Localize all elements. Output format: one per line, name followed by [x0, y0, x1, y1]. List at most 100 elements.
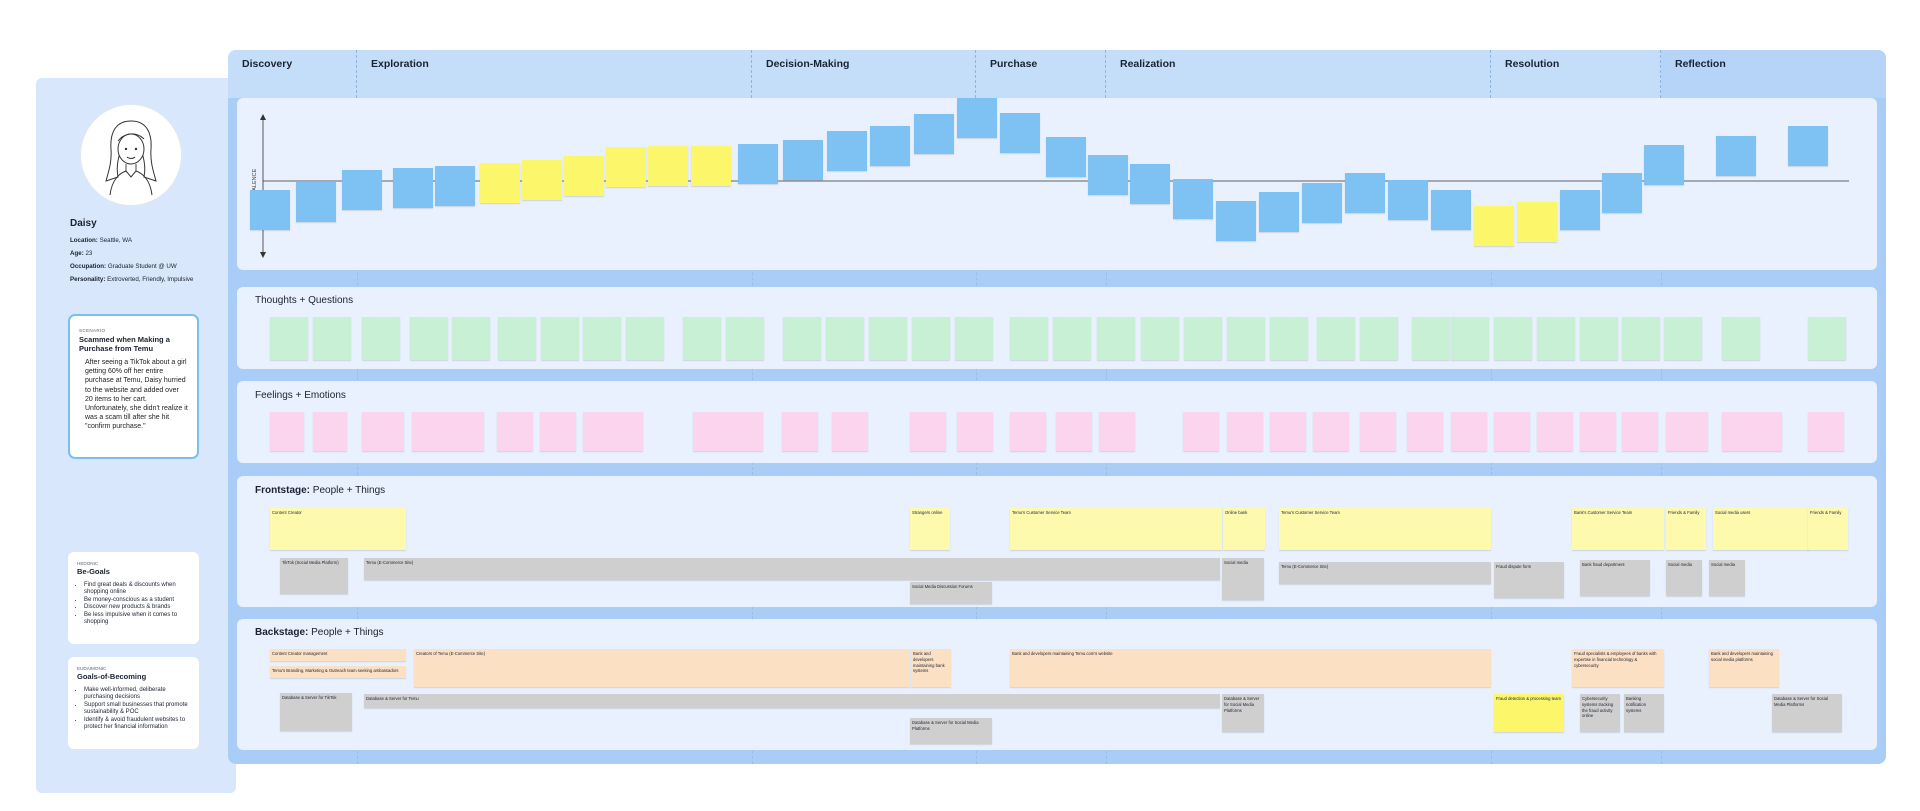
- becoming-goal-item: Identify & avoid fraudulent websites to …: [84, 717, 191, 732]
- valence-note: [1130, 164, 1170, 204]
- becoming-goals-list: Make well-informed, deliberate purchasin…: [77, 687, 191, 731]
- phase-discovery: Discovery: [228, 50, 357, 98]
- sticky-note-text: Online bank: [1225, 510, 1248, 515]
- goals-of-becoming-card: EUDAIMONIC Goals-of-Becoming Make well-i…: [68, 657, 199, 749]
- becoming-goals-kicker: EUDAIMONIC: [77, 666, 107, 671]
- phase-purchase: Purchase: [976, 50, 1106, 98]
- backstage-note: Bank and developers maintaining social m…: [1709, 649, 1779, 687]
- becoming-goal-item: Support small businesses that promote su…: [84, 702, 191, 717]
- valence-note: [691, 146, 731, 186]
- thought-note: [1722, 317, 1760, 360]
- frontstage-note: TikTok (Social Media Platform): [280, 558, 348, 594]
- feeling-note: [1808, 412, 1844, 451]
- backstage-note: Creators of Temu (E-Commerce Site): [414, 649, 910, 687]
- backstage-title: Backstage: People + Things: [255, 627, 384, 638]
- valence-note: [1474, 206, 1514, 246]
- feeling-note: [1580, 412, 1616, 451]
- valence-note: [648, 146, 688, 186]
- valence-note: [250, 190, 290, 230]
- becoming-goal-item: Make well-informed, deliberate purchasin…: [84, 687, 191, 702]
- frontstage-note: Social media users: [1713, 508, 1809, 550]
- frontstage-note: Temu (E-Commerce Site): [364, 558, 1220, 580]
- valence-note: [1388, 180, 1428, 220]
- feeling-note: [313, 412, 347, 451]
- phase-label: Resolution: [1505, 58, 1560, 70]
- sticky-note-text: Friends & Family: [1810, 510, 1842, 515]
- feeling-note: [1622, 412, 1658, 451]
- valence-note: [1088, 155, 1128, 195]
- thought-note: [1317, 317, 1355, 360]
- phase-label: Exploration: [371, 58, 429, 70]
- sticky-note-text: Social media: [1711, 562, 1735, 567]
- frontstage-note: Temu (E-Commerce Site): [1279, 562, 1491, 584]
- valence-note: [1000, 113, 1040, 153]
- phase-label: Reflection: [1675, 58, 1726, 70]
- backstage-note: Banking notification systems: [1624, 694, 1664, 732]
- backstage-note: Fraud specialists & employees of banks w…: [1572, 649, 1664, 687]
- feeling-note: [1227, 412, 1263, 451]
- valence-note: [1716, 136, 1756, 176]
- persona-avatar: [80, 104, 182, 206]
- backstage-note: Temu's Branding, Marketing & Outreach te…: [270, 666, 406, 678]
- backstage-note: Content Creator management: [270, 649, 406, 661]
- phase-reflection: Reflection: [1661, 50, 1886, 98]
- thought-note: [1270, 317, 1308, 360]
- feeling-note: [1360, 412, 1396, 451]
- feeling-note: [1407, 412, 1443, 451]
- persona-location: Location: Seattle, WA: [70, 237, 133, 244]
- thought-note: [683, 317, 721, 360]
- phase-resolution: Resolution: [1491, 50, 1661, 98]
- valence-note: [522, 160, 562, 200]
- sticky-note-text: Friends & Family: [1668, 510, 1700, 515]
- phase-exploration: Exploration: [357, 50, 752, 98]
- feeling-note: [1451, 412, 1487, 451]
- sticky-note-text: Temu's Customer Service Team: [1281, 510, 1340, 515]
- backstage-note: Bank and developers maintaining bank sys…: [911, 649, 951, 687]
- persona-age: Age: 23: [70, 250, 93, 257]
- thought-note: [1097, 317, 1135, 360]
- sticky-note-text: Bank fraud department: [1582, 562, 1625, 567]
- be-goal-item: Find great deals & discounts when shoppi…: [84, 582, 191, 597]
- phase-label: Discovery: [242, 58, 293, 70]
- sticky-note-text: Database & Server for TikTok: [282, 695, 337, 700]
- be-goal-item: Be money-conscious as a student: [84, 597, 191, 604]
- frontstage-note: Friends & Family: [1666, 508, 1706, 550]
- sticky-note-text: Database & Server for Temu: [366, 696, 419, 701]
- sticky-note-text: Social media: [1224, 560, 1248, 565]
- be-goals-list: Find great deals & discounts when shoppi…: [77, 582, 191, 626]
- frontstage-note: Social media: [1709, 560, 1745, 596]
- sticky-note-text: Strangers online: [912, 510, 943, 515]
- phase-decision-making: Decision-Making: [752, 50, 976, 98]
- sticky-note-text: Temu (E-Commerce Site): [366, 560, 414, 565]
- feeling-note: [1722, 412, 1782, 451]
- sticky-note-text: Database & Server for Social Media Platf…: [1224, 696, 1260, 713]
- sticky-note-text: Social media users: [1715, 510, 1751, 515]
- becoming-goals-title: Goals-of-Becoming: [77, 672, 147, 681]
- thought-note: [410, 317, 448, 360]
- feeling-note: [1270, 412, 1306, 451]
- be-goal-item: Discover new products & brands: [84, 604, 191, 611]
- valence-note: [870, 126, 910, 166]
- sticky-note-text: Fraud detection & processing team: [1496, 696, 1561, 701]
- sticky-note-text: Social Media Discussion Forums: [912, 584, 973, 589]
- sticky-note-text: Cybersecurity systems tracking the fraud…: [1582, 696, 1614, 719]
- thought-note: [313, 317, 351, 360]
- thought-note: [1141, 317, 1179, 360]
- backstage-note: Database & Server for Social Media Platf…: [1222, 694, 1264, 732]
- sticky-note-text: Bank and developers maintaining social m…: [1711, 651, 1773, 662]
- valence-note: [393, 168, 433, 208]
- phase-label: Decision-Making: [766, 58, 850, 70]
- feeling-note: [1494, 412, 1530, 451]
- thought-note: [826, 317, 864, 360]
- sticky-note-text: Bank and developers maintaining bank sys…: [913, 651, 945, 674]
- frontstage-note: Online bank: [1223, 508, 1265, 550]
- thought-note: [1010, 317, 1048, 360]
- frontstage-note: Bank fraud department: [1580, 560, 1650, 596]
- thought-note: [869, 317, 907, 360]
- feeling-note: [362, 412, 404, 451]
- feeling-note: [1099, 412, 1135, 451]
- frontstage-note: Bank's Customer Service Team: [1572, 508, 1664, 550]
- frontstage-title: Frontstage: People + Things: [255, 485, 386, 496]
- feelings-title: Feelings + Emotions: [255, 390, 346, 401]
- sticky-note-text: Temu's Customer Service Team: [1012, 510, 1071, 515]
